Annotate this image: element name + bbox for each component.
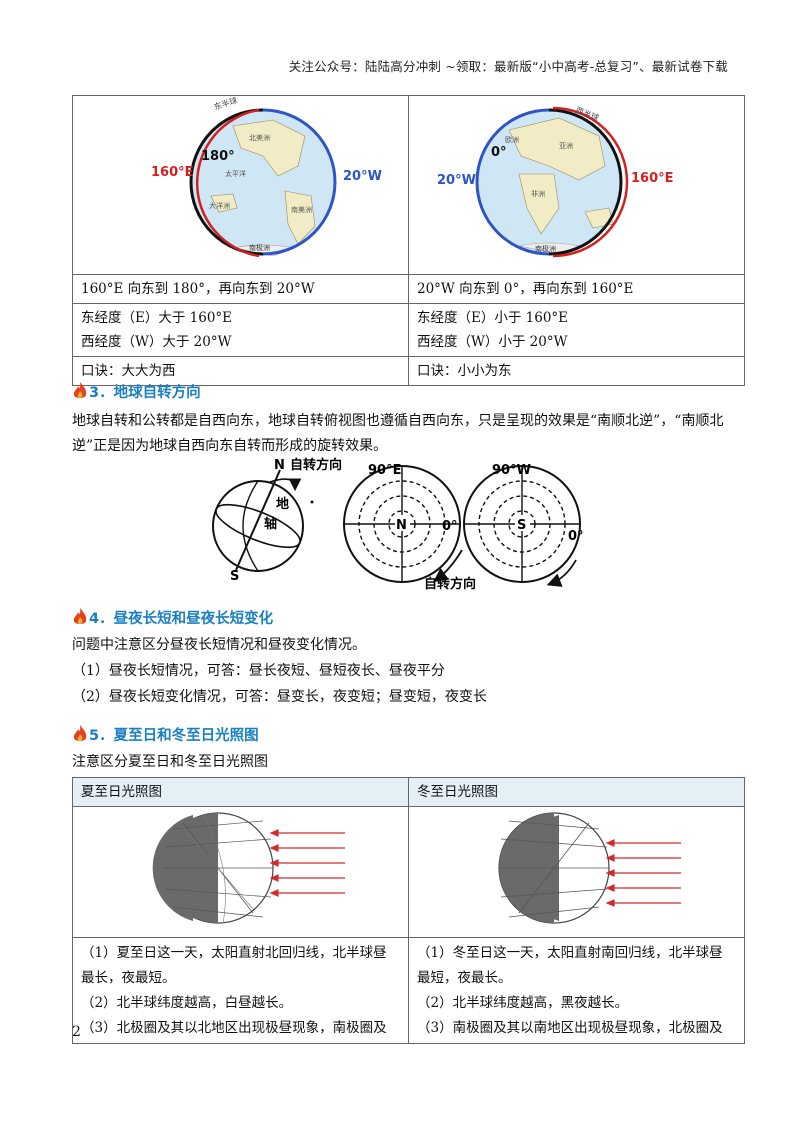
globe-east-left-label: 160°E: [151, 165, 194, 180]
eastern-hemisphere-globe: 160°E 180° 20°W 东半球 北美洲 太平洋 南美洲 大洋洲 南极洲: [151, 95, 382, 258]
south-pole-label: S: [517, 518, 526, 533]
map-label-africa: 非洲: [531, 189, 545, 198]
flame-icon: [73, 608, 87, 625]
map-label-south-america: 南美洲: [291, 205, 312, 214]
cell-line: 西经度（W）大于 20°W: [81, 334, 232, 350]
north-pole-label: N: [396, 518, 407, 533]
globe-cell-west: 20°W 0° 160°E 西半球 欧洲 亚洲 非洲 南极洲: [408, 95, 745, 275]
winter-text-cell: （1）冬至日这一天，太阳直射南回归线，北半球昼最短，夜最长。 （2）北半球纬度越…: [408, 937, 745, 1044]
section-4-line: （1）昼夜长短情况，可答：昼长夜短、昼短夜长、昼夜平分: [72, 663, 445, 679]
label-axis-2: 轴: [264, 516, 277, 532]
globe-east-center-label: 180°: [201, 149, 235, 164]
polar-s-right-label: 0°: [568, 529, 584, 544]
globe-west-center-label: 0°: [491, 145, 507, 160]
globe-cell-east: 160°E 180° 20°W 东半球 北美洲 太平洋 南美洲 大洋洲 南极洲: [72, 95, 409, 275]
winter-line: （2）北半球纬度越高，黑夜越长。: [417, 995, 629, 1011]
summer-solstice-diagram: [152, 812, 345, 924]
table-header: 夏至日光照图: [72, 777, 409, 807]
cell-line: 东经度（E）大于 160°E: [81, 310, 233, 326]
map-label-pacific: 太平洋: [225, 169, 246, 178]
section-4-heading: 4．昼夜长短和昼夜长短变化: [72, 607, 273, 628]
table-cell: 20°W 向东到 0°，再向东到 160°E: [408, 274, 745, 304]
section-5-title: 5．夏至日和冬至日光照图: [89, 728, 259, 744]
cell-line: 东经度（E）小于 160°E: [417, 310, 569, 326]
table-cell: 东经度（E）小于 160°E 西经度（W）小于 20°W: [408, 303, 745, 357]
globe-west-left-label: 20°W: [437, 173, 476, 188]
map-label-antarctica: 南极洲: [535, 244, 556, 253]
winter-line: （3）南极圈及其以南地区出现极昼现象，北极圈及: [417, 1020, 723, 1036]
summer-diagram-cell: [72, 806, 409, 938]
summer-line: （2）北半球纬度越高，白昼越长。: [81, 995, 293, 1011]
table-header: 冬至日光照图: [408, 777, 745, 807]
section-5-intro: 注意区分夏至日和冬至日光照图: [72, 754, 268, 770]
section-3-title: 3．地球自转方向: [89, 385, 201, 401]
polar-s-top-label: 90°W: [492, 463, 531, 478]
map-label-oceania: 大洋洲: [209, 201, 230, 210]
label-north: N: [274, 458, 285, 473]
table-cell: 口诀：小小为东: [408, 356, 745, 386]
label-axis-1: 地: [276, 496, 289, 512]
section-3-paragraph: 地球自转和公转都是自西向东，地球自转俯视图也遵循自西向东，只是呈现的效果是“南顺…: [72, 413, 724, 454]
table-cell: 160°E 向东到 180°，再向东到 20°W: [72, 274, 409, 304]
flame-icon: [73, 382, 87, 399]
longitude-table: 160°E 180° 20°W 东半球 北美洲 太平洋 南美洲 大洋洲 南极洲: [72, 95, 745, 386]
winter-solstice-diagram: [498, 812, 681, 924]
section-3-heading: 3．地球自转方向: [72, 381, 201, 402]
table-cell: 东经度（E）大于 160°E 西经度（W）大于 20°W: [72, 303, 409, 357]
map-label-hemisphere: 东半球: [213, 96, 239, 112]
summer-line: （1）夏至日这一天，太阳直射北回归线，北半球昼最长，夜最短。: [81, 945, 387, 986]
section-4-title: 4．昼夜长短和昼夜长短变化: [89, 611, 274, 627]
map-label-north-america: 北美洲: [249, 133, 270, 142]
globe-east-right-label: 20°W: [343, 169, 382, 184]
polar-n-top-label: 90°E: [368, 463, 401, 478]
winter-diagram-cell: [408, 806, 745, 938]
solstice-table: 夏至日光照图 冬至日光照图: [72, 777, 745, 1044]
map-label-asia: 亚洲: [559, 142, 573, 150]
page-header: 关注公众号：陆陆高分冲刺 ~领取：最新版“小中高考-总复习”、最新试卷下载: [288, 59, 728, 74]
section-5-heading: 5．夏至日和冬至日光照图: [72, 724, 259, 745]
winter-line: （1）冬至日这一天，太阳直射南回归线，北半球昼最短，夜最长。: [417, 945, 723, 986]
globe-west-right-label: 160°E: [631, 171, 674, 186]
earth-rotation-diagram: N S 自转方向 地 轴 N 90°E 0° 自转方向 S 90°W 0°: [212, 457, 584, 592]
summer-text-cell: （1）夏至日这一天，太阳直射北回归线，北半球昼最长，夜最短。 （2）北半球纬度越…: [72, 937, 409, 1044]
western-hemisphere-globe: 20°W 0° 160°E 西半球 欧洲 亚洲 非洲 南极洲: [437, 105, 674, 258]
section-4-line: 问题中注意区分昼夜长短情况和昼夜变化情况。: [72, 637, 366, 653]
section-4-line: （2）昼夜长短变化情况，可答：昼变长，夜变短；昼变短，夜变长: [72, 689, 487, 705]
summer-line: （3）北极圈及其以北地区出现极昼现象，南极圈及: [81, 1020, 387, 1036]
label-rotation-top: 自转方向: [290, 457, 342, 473]
flame-icon: [73, 725, 87, 742]
label-south: S: [230, 569, 239, 584]
label-rotation-bottom: 自转方向: [424, 576, 476, 592]
map-label-antarctica: 南极洲: [249, 243, 270, 252]
table-cell: 口诀：大大为西: [72, 356, 409, 386]
cell-line: 西经度（W）小于 20°W: [417, 334, 568, 350]
map-label-europe: 欧洲: [505, 135, 519, 144]
polar-n-right-label: 0°: [442, 519, 458, 534]
page-number: 2: [72, 1024, 81, 1040]
